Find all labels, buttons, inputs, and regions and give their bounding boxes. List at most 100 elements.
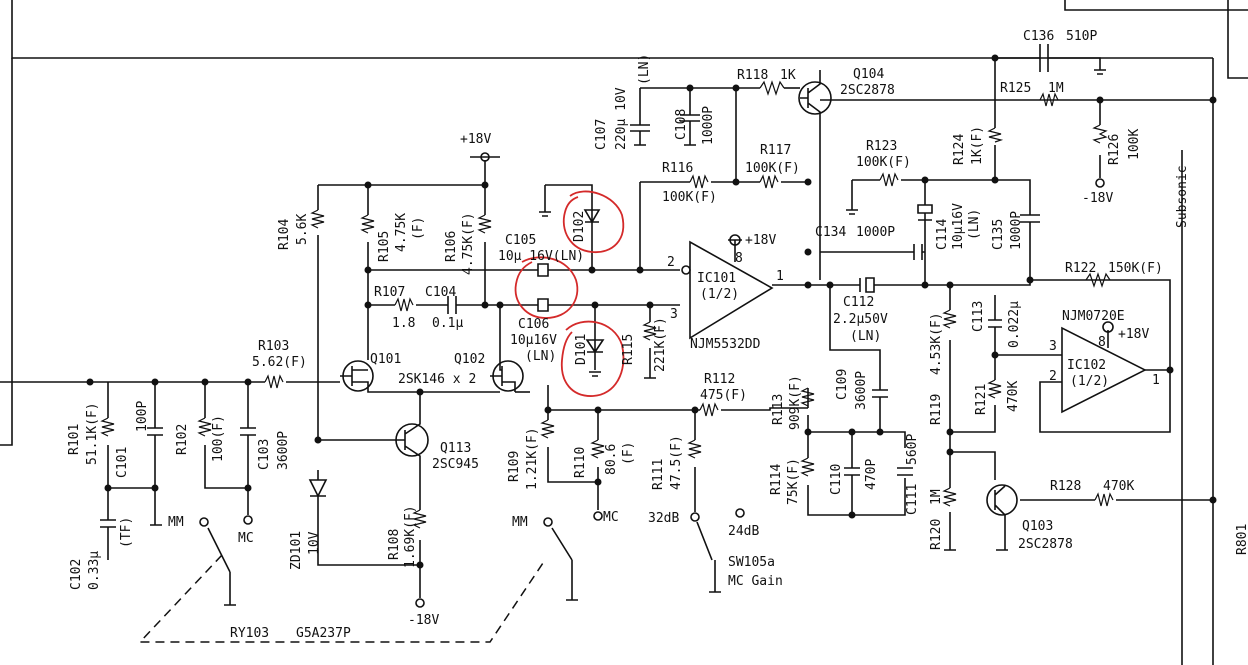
- label-c105: C105: [505, 233, 536, 248]
- label-r101: R101: [67, 424, 82, 455]
- label-c101: C101: [115, 447, 130, 478]
- label-mm-right: MM: [512, 515, 528, 530]
- label-r104: R104: [277, 219, 292, 250]
- label-pin2: 2: [667, 255, 675, 270]
- label-pin3: 3: [670, 307, 678, 322]
- label-c102-tf: (TF): [119, 517, 134, 548]
- label-r108-val: 1.69K(F): [403, 505, 418, 568]
- label-c112-ln: (LN): [850, 329, 881, 344]
- label-c135-val: 1000P: [1009, 211, 1024, 250]
- label-plus18-ic102: +18V: [1118, 327, 1149, 342]
- label-r109-val: 1.21K(F): [525, 427, 540, 490]
- label-d101: D101: [574, 334, 589, 365]
- label-ic102: IC102: [1067, 358, 1106, 373]
- label-c103-val: 3600P: [276, 431, 291, 470]
- label-pin1: 1: [776, 269, 784, 284]
- label-zd101-val: 10V: [307, 531, 322, 555]
- label-r122: R122: [1065, 261, 1096, 276]
- label-plus18-ic101: +18V: [745, 233, 776, 248]
- label-r117: R117: [760, 143, 791, 158]
- label-r112: R112: [704, 372, 735, 387]
- label-q104: Q104: [853, 67, 884, 82]
- label-c107-val: 220µ 10V: [614, 87, 629, 150]
- label-d102: D102: [572, 211, 587, 242]
- label-r125: R125: [1000, 81, 1031, 96]
- label-q113-type: 2SC945: [432, 457, 479, 472]
- label-r120: R120: [929, 519, 944, 550]
- label-r101-val: 51.1K(F): [85, 402, 100, 465]
- annotation-circle-c105-c106: [514, 256, 579, 319]
- jfet-pair: [38, 360, 530, 393]
- label-r109: R109: [507, 451, 522, 482]
- label-ry103: RY103: [230, 626, 269, 641]
- label-subsonic: Subsonic: [1175, 165, 1190, 228]
- label-r102-val: 100(F): [211, 415, 226, 462]
- feedback-network: [820, 172, 1040, 285]
- label-c111: C111: [905, 484, 920, 515]
- label-c113-val: 0.022µ: [1007, 301, 1022, 348]
- label-r126-val: 100K: [1127, 129, 1142, 160]
- label-q101: Q101: [370, 352, 401, 367]
- label-mc-right: MC: [603, 510, 619, 525]
- label-pin8: 8: [735, 251, 743, 266]
- diode-d102: [539, 184, 601, 270]
- label-c112: C112: [843, 295, 874, 310]
- label-c104: C104: [425, 285, 456, 300]
- component-labels: C136 510P R118 1K Q104 2SC2878 R125 1M C…: [67, 29, 1248, 641]
- label-r119-val: 4.53K(F): [929, 312, 944, 375]
- label-c112-val: 2.2µ50V: [833, 312, 888, 327]
- label-minus18-right: -18V: [1082, 191, 1113, 206]
- label-plus18-top: +18V: [460, 132, 491, 147]
- annotation-circle-d102: [562, 190, 625, 253]
- label-njm0720e: NJM0720E: [1062, 309, 1125, 324]
- label-c110-val: 470P: [864, 459, 879, 490]
- input-components: [100, 382, 256, 606]
- red-annotations: [514, 190, 625, 397]
- label-q103-type: 2SC2878: [1018, 537, 1073, 552]
- label-r124-val: 1K(F): [970, 126, 985, 165]
- label-r128-val: 470K: [1103, 479, 1134, 494]
- label-c109-val: 3600P: [854, 371, 869, 410]
- label-c111-val: 560P: [905, 434, 920, 465]
- label-q104-type: 2SC2878: [840, 83, 895, 98]
- label-r113: R113: [771, 394, 786, 425]
- label-r111-val: 47.5(F): [669, 435, 684, 490]
- label-r123-val: 100K(F): [856, 155, 911, 170]
- label-r119: R119: [929, 394, 944, 425]
- label-r110-val: 80.6: [604, 444, 619, 475]
- label-r110: R110: [573, 447, 588, 478]
- label-r114-val: 75K(F): [786, 458, 801, 505]
- label-c106: C106: [518, 317, 549, 332]
- label-r126: R126: [1107, 134, 1122, 165]
- label-r116-val: 100K(F): [662, 190, 717, 205]
- label-mc-gain: MC Gain: [728, 574, 783, 589]
- label-r124: R124: [952, 134, 967, 165]
- label-c113: C113: [971, 301, 986, 332]
- label-c114-ln: (LN): [967, 209, 982, 240]
- label-r107-val: 1.8: [392, 316, 415, 331]
- label-r115-val: 221K(F): [653, 317, 668, 372]
- label-r104-val: 5.6K: [295, 214, 310, 245]
- label-r110-f: (F): [621, 442, 636, 465]
- label-r121-val: 470K: [1006, 381, 1021, 412]
- label-c114-val: 10µ16V: [951, 203, 966, 250]
- label-db32: 32dB: [648, 511, 679, 526]
- label-pin1b: 1: [1152, 373, 1160, 388]
- label-r111: R111: [651, 459, 666, 490]
- ic102-opamp: [942, 272, 1171, 551]
- label-c105-val: 10µ 16V(LN): [498, 249, 584, 264]
- label-r105-val: 4.75K: [394, 213, 409, 252]
- label-r106: R106: [444, 231, 459, 262]
- top-rail: [820, 44, 1213, 188]
- label-q-pair: 2SK146 x 2: [398, 372, 476, 387]
- label-c102-val: 0.33µ: [87, 551, 102, 590]
- label-r121: R121: [974, 384, 989, 415]
- label-c136: C136: [1023, 29, 1054, 44]
- label-r112-val: 475(F): [700, 388, 747, 403]
- label-c107-ln: (LN): [637, 54, 652, 85]
- label-minus18-bottom: -18V: [408, 613, 439, 628]
- label-c114: C114: [935, 219, 950, 250]
- relay-linkage: [138, 554, 546, 643]
